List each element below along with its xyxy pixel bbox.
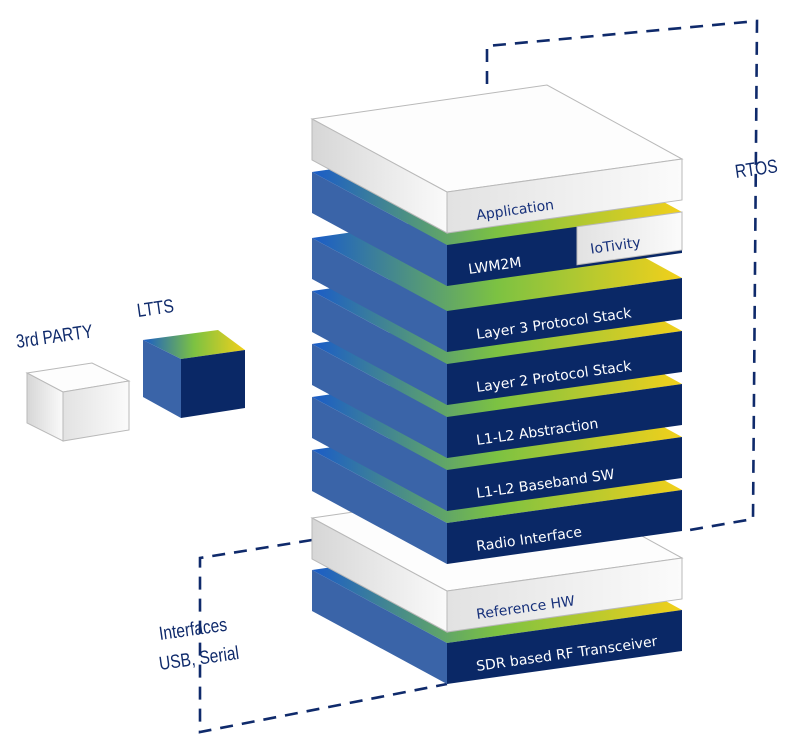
layer-front-face	[447, 437, 682, 511]
layer-left-face	[312, 172, 447, 286]
layer-left-face	[312, 450, 447, 564]
layer-front-face	[447, 490, 682, 564]
layer-left-face	[312, 397, 447, 511]
rtos-boundary	[485, 19, 759, 533]
layer-front-face	[447, 278, 682, 352]
iotivity-front-face	[576, 211, 683, 266]
ltts-cube-front	[181, 350, 245, 418]
iotivity-label: IoTivity	[589, 235, 641, 258]
layer-front-face	[446, 557, 683, 633]
layer-front-face	[447, 331, 682, 405]
layer-left-face	[312, 291, 447, 405]
layer-label: LWM2M	[467, 255, 522, 278]
stack-layer-application: Application	[310, 84, 684, 234]
layer-left-face	[312, 570, 447, 684]
ltts-cube-left	[143, 340, 181, 418]
rtos-label: RTOS	[734, 155, 779, 183]
ltts-label: LTTS	[136, 295, 176, 322]
layer-left-face	[312, 344, 447, 458]
third-party-cube	[25, 362, 131, 442]
ltts-cube-top	[143, 330, 245, 359]
ltts-cube	[143, 330, 245, 418]
third-party-label: 3rd PARTY	[15, 320, 95, 352]
interfaces-label: Interfaces	[158, 613, 229, 644]
layer-front-face	[447, 610, 682, 684]
interfaces-boundary	[198, 538, 448, 734]
layer-left-face	[312, 238, 447, 352]
layer-front-face	[446, 158, 683, 234]
third-party-cube-front	[62, 380, 130, 442]
layer-front-face	[447, 384, 682, 458]
